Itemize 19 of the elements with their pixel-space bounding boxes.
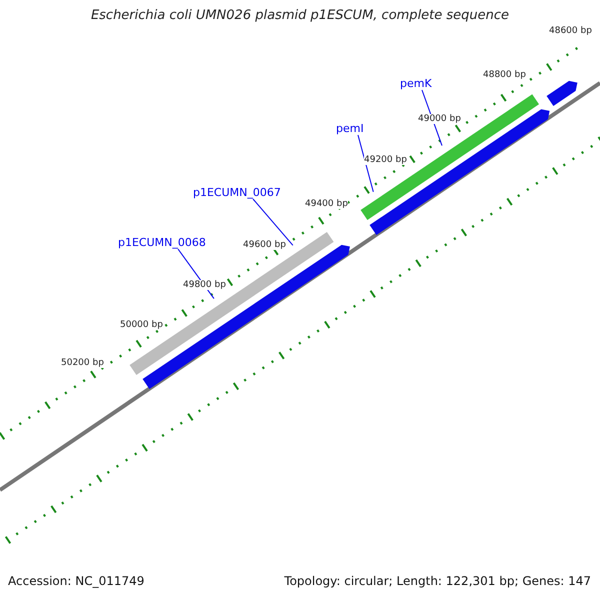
leader-line: [252, 198, 294, 246]
scale-label: 48600 bp: [549, 26, 592, 36]
title: Escherichia coli UMN026 plasmid p1ESCUM, complete sequence: [90, 8, 510, 23]
scale-label: 49600 bp: [243, 240, 286, 250]
gene-bar: [546, 80, 578, 106]
scale-label: 49400 bp: [305, 199, 348, 209]
gene-label: p1ECUMN_0067: [193, 186, 281, 199]
footer-text: Topology: circular; Length: 122,301 bp; Genes: 147: [284, 574, 591, 588]
gene-label: pemI: [336, 122, 364, 135]
scale-label: 50200 bp: [61, 358, 104, 368]
gene-label: p1ECUMN_0068: [118, 236, 206, 249]
scale-label: 49000 bp: [418, 114, 461, 124]
scale-label: 49200 bp: [364, 155, 407, 165]
footer-text: Accession: NC_011749: [8, 574, 144, 588]
scale-label: 49800 bp: [183, 280, 226, 290]
scale-label: 48800 bp: [483, 70, 526, 80]
gene-label: pemK: [400, 77, 432, 90]
scale-label: 50000 bp: [120, 320, 163, 330]
leader-line: [358, 134, 374, 192]
